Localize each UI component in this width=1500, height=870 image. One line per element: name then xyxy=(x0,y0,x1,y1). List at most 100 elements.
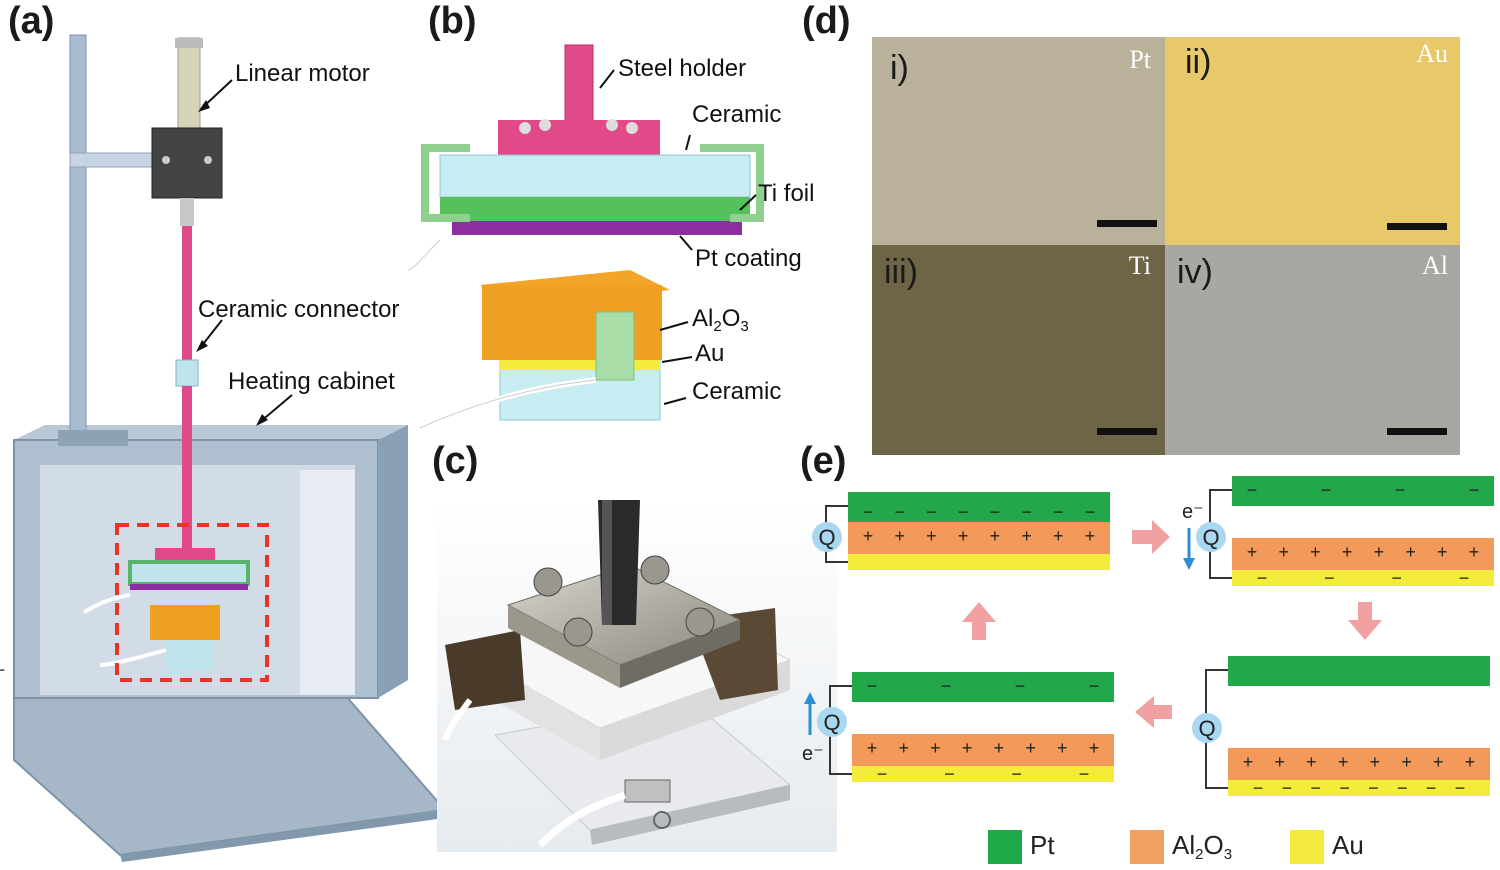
state-top-right-al2o3-charge: + xyxy=(1342,542,1353,562)
state-bottom-right-al2o3-charge: + xyxy=(1465,752,1476,772)
panel-a-label: (a) xyxy=(8,0,55,42)
state-bottom-left-pt-layer xyxy=(852,672,1114,702)
state-top-left-pt-charge: − xyxy=(958,502,969,522)
callout-al2o3: Al2O3 xyxy=(692,305,749,335)
tile-au: ii) Au xyxy=(1165,37,1460,245)
state-bottom-left-q-label: Q xyxy=(823,710,840,735)
electron-label-top: e⁻ xyxy=(1182,501,1204,523)
state-top-left-al2o3-charge: + xyxy=(958,526,969,546)
state-bottom-left-pt-charge: − xyxy=(941,676,952,696)
arrow-up xyxy=(962,602,996,640)
tile-al-tag: Al xyxy=(1422,251,1448,280)
callout-linear-motor: Linear motor xyxy=(235,60,370,87)
state-top-right-q-circle xyxy=(1196,522,1226,552)
state-top-left-au-layer xyxy=(848,554,1110,570)
tile-pt: i) Pt xyxy=(872,37,1165,245)
state-top-right-au-charge: − xyxy=(1459,568,1470,588)
legend-swatch-pt xyxy=(988,830,1022,864)
scale-bar xyxy=(1387,223,1447,230)
state-bottom-left-al2o3-charge: + xyxy=(994,738,1005,758)
state-top-left-al2o3-charge: + xyxy=(926,526,937,546)
state-top-left-pt-charge: − xyxy=(863,502,874,522)
state-top-right-al2o3-charge: + xyxy=(1405,542,1416,562)
state-top-right-al2o3-charge: + xyxy=(1437,542,1448,562)
state-top-right-au-charge: − xyxy=(1257,568,1268,588)
state-top-left-pt-charge: − xyxy=(894,502,905,522)
state-top-right-q-label: Q xyxy=(1202,525,1219,550)
arrow-left xyxy=(1135,696,1172,728)
state-bottom-right-al2o3-charge: + xyxy=(1243,752,1254,772)
legend-label-au: Au xyxy=(1332,830,1364,860)
state-top-left-al2o3-charge: + xyxy=(894,526,905,546)
state-top-left-al2o3-charge: + xyxy=(1021,526,1032,546)
state-bottom-right-al2o3-layer xyxy=(1228,748,1490,780)
state-bottom-right-al2o3-charge: + xyxy=(1370,752,1381,772)
tile-ti-roman: iii) xyxy=(884,253,918,291)
state-top-left-pt-charge: − xyxy=(1053,502,1064,522)
state-bottom-left-al2o3-charge: + xyxy=(1025,738,1036,758)
legend-label-al2o3: Al2O3 xyxy=(1172,830,1233,863)
tile-au-tag: Au xyxy=(1416,39,1448,68)
state-bottom-left-al2o3-charge: + xyxy=(1057,738,1068,758)
panel-e-label: (e) xyxy=(800,440,847,482)
state-bottom-right-al2o3-charge: + xyxy=(1306,752,1317,772)
state-top-left-al2o3-layer xyxy=(848,522,1110,554)
state-bottom-right-pt-layer xyxy=(1228,656,1490,686)
callout-ceramic-connector: Ceramic connector xyxy=(198,296,400,323)
state-bottom-left-al2o3-charge: + xyxy=(930,738,941,758)
scale-bar xyxy=(1387,428,1447,435)
state-bottom-left-au-layer xyxy=(852,766,1114,782)
state-top-right-pt-layer xyxy=(1232,476,1494,506)
electron-arrowhead-up xyxy=(804,692,816,704)
state-top-left-pt-charge: − xyxy=(1085,502,1096,522)
state-top-left-al2o3-charge: + xyxy=(863,526,874,546)
tile-pt-roman: i) xyxy=(890,49,909,87)
tile-au-roman: ii) xyxy=(1185,43,1212,81)
state-top-right-al2o3-charge: + xyxy=(1247,542,1258,562)
state-bottom-right-au-charge: − xyxy=(1368,778,1379,798)
callout-steel-holder: Steel holder xyxy=(618,55,747,82)
state-top-right-pt-charge: − xyxy=(1247,480,1258,500)
tile-ti-tag: Ti xyxy=(1128,251,1151,280)
state-bottom-left-al2o3-charge: + xyxy=(1089,738,1100,758)
state-top-left-pt-layer xyxy=(848,492,1110,522)
state-bottom-left-au-charge: − xyxy=(877,764,888,784)
state-bottom-left-al2o3-charge: + xyxy=(898,738,909,758)
arrow-down xyxy=(1348,602,1382,640)
legend-swatch-au xyxy=(1290,830,1324,864)
state-bottom-right-au-charge: − xyxy=(1282,778,1293,798)
state-top-right-au-layer xyxy=(1232,570,1494,586)
state-bottom-left-au-charge: − xyxy=(1011,764,1022,784)
state-bottom-right-au-charge: − xyxy=(1339,778,1350,798)
state-bottom-right-al2o3-charge: + xyxy=(1401,752,1412,772)
arrow-right xyxy=(1132,520,1170,554)
legend-swatch-al2o3 xyxy=(1130,830,1164,864)
state-bottom-left-pt-charge: − xyxy=(867,676,878,696)
state-bottom-right-au-charge: − xyxy=(1426,778,1437,798)
state-top-right-al2o3-charge: + xyxy=(1278,542,1289,562)
state-top-right-au-charge: − xyxy=(1324,568,1335,588)
legend-label-pt: Pt xyxy=(1030,830,1055,860)
state-top-left-q-label: Q xyxy=(818,525,835,550)
state-top-right-al2o3-charge: + xyxy=(1469,542,1480,562)
state-bottom-right-au-charge: − xyxy=(1253,778,1264,798)
tile-al-roman: iv) xyxy=(1177,253,1213,291)
callout-ceramic-top: Ceramic xyxy=(692,101,782,128)
state-top-left-pt-charge: − xyxy=(990,502,1001,522)
state-bottom-left-al2o3-charge: + xyxy=(867,738,878,758)
tile-ti: iii) Ti xyxy=(872,245,1165,455)
state-bottom-left-al2o3-charge: + xyxy=(962,738,973,758)
scale-bar xyxy=(1097,220,1157,227)
electron-label-bottom: e⁻ xyxy=(802,743,824,765)
state-bottom-right-au-layer xyxy=(1228,780,1490,796)
state-bottom-left-pt-charge: − xyxy=(1015,676,1026,696)
state-bottom-right-al2o3-charge: + xyxy=(1274,752,1285,772)
state-bottom-left-au-charge: − xyxy=(1079,764,1090,784)
panel-b-label: (b) xyxy=(428,0,477,42)
state-top-left-pt-charge: − xyxy=(926,502,937,522)
state-bottom-right-al2o3-charge: + xyxy=(1433,752,1444,772)
state-top-right-al2o3-charge: + xyxy=(1310,542,1321,562)
callout-au: Au xyxy=(695,340,725,367)
